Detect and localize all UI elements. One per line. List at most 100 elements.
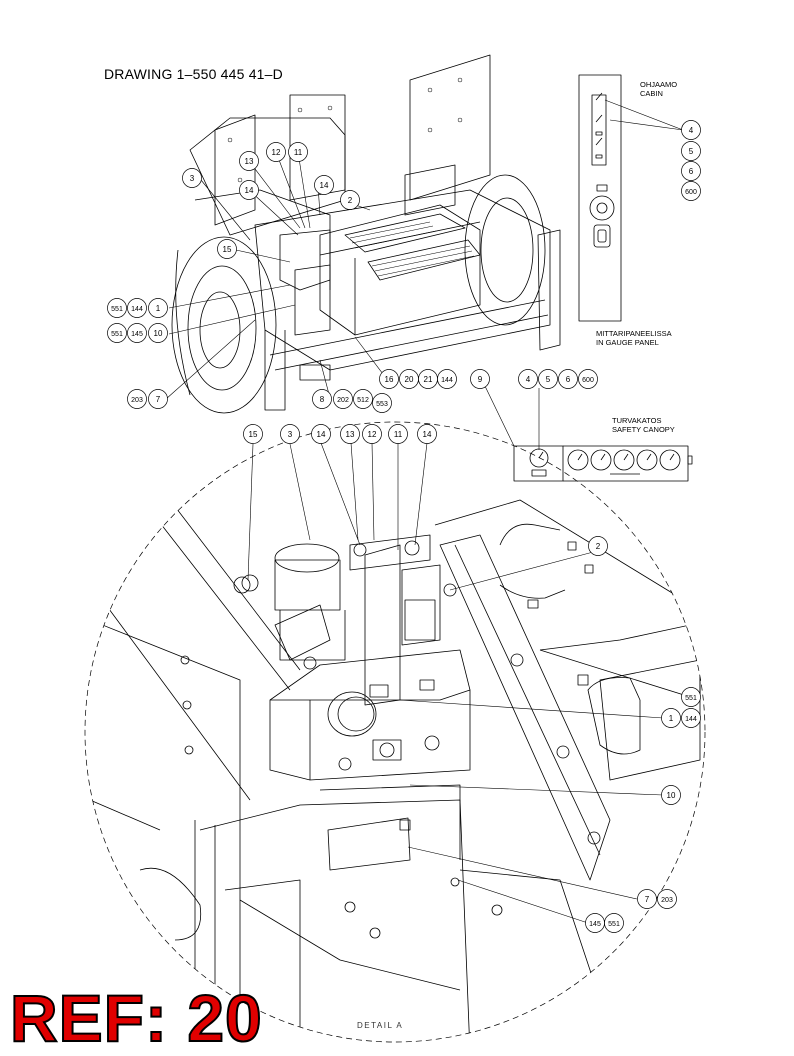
callout-number: 4 [689,126,694,135]
callout-20: 20 [399,369,419,389]
callout-2: 2 [588,536,608,556]
callout-13: 13 [340,424,360,444]
callout-number: 551 [111,331,123,338]
gauge-panel [513,445,693,482]
callout-14: 14 [311,424,331,444]
callout-number: 12 [272,148,281,157]
gauge-panel-note-fi: MITTARIPANEELISSA [596,329,672,338]
gauge-panel-note-en: IN GAUGE PANEL [596,338,659,347]
callout-5: 5 [681,141,701,161]
callout-number: 1 [156,304,161,313]
callout-number: 11 [294,148,303,157]
callout-144: 144 [127,298,147,318]
callout-14: 14 [417,424,437,444]
callout-551: 551 [604,913,624,933]
callout-number: 14 [423,430,432,439]
callout-6: 6 [558,369,578,389]
callout-number: 203 [661,897,673,904]
cabin-note: OHJAAMO CABIN [640,80,677,98]
callout-144: 144 [681,708,701,728]
callout-number: 4 [526,375,531,384]
callout-number: 12 [368,430,377,439]
callout-number: 145 [131,331,143,338]
callout-145: 145 [127,323,147,343]
callout-14: 14 [314,175,334,195]
callout-number: 551 [685,695,697,702]
safety-canopy-note-en: SAFETY CANOPY [612,425,675,434]
callout-551: 551 [681,687,701,707]
callout-number: 13 [346,430,355,439]
callout-4: 4 [518,369,538,389]
callout-number: 203 [131,397,143,404]
callout-144: 144 [437,369,457,389]
callout-551: 551 [107,298,127,318]
callout-4: 4 [681,120,701,140]
callout-number: 13 [245,157,254,166]
callout-3: 3 [280,424,300,444]
leader-lines [165,99,684,924]
callout-202: 202 [333,389,353,409]
callout-203: 203 [657,889,677,909]
callout-number: 5 [546,375,551,384]
callout-number: 145 [589,921,601,928]
callout-15: 15 [217,239,237,259]
callout-11: 11 [288,142,308,162]
callout-10: 10 [661,785,681,805]
callout-10: 10 [148,323,168,343]
gauge-panel-note: MITTARIPANEELISSA IN GAUGE PANEL [596,329,672,347]
detail-circle [84,421,706,1043]
callout-number: 600 [685,189,697,196]
callout-number: 144 [441,377,453,384]
callout-number: 6 [566,375,571,384]
callout-number: 2 [596,542,601,551]
callout-3: 3 [182,168,202,188]
callout-number: 600 [582,377,594,384]
callout-number: 6 [689,167,694,176]
callout-number: 2 [348,196,353,205]
callout-1: 1 [148,298,168,318]
callout-553: 553 [372,393,392,413]
cabin-note-en: CABIN [640,89,663,98]
callout-12: 12 [266,142,286,162]
callout-number: 551 [608,921,620,928]
callout-6: 6 [681,161,701,181]
callout-number: 512 [357,397,369,404]
callout-number: 9 [478,375,483,384]
ref-label: REF: 20 [9,980,263,1056]
callout-number: 553 [376,401,388,408]
callout-7: 7 [148,389,168,409]
callout-number: 14 [320,181,329,190]
callout-5: 5 [538,369,558,389]
cabin-panel [578,74,622,322]
callout-number: 202 [337,397,349,404]
callout-203: 203 [127,389,147,409]
callout-number: 8 [320,395,325,404]
callout-551: 551 [107,323,127,343]
machine-overview [171,54,561,414]
callout-number: 20 [405,375,414,384]
callout-14: 14 [239,180,259,200]
detail-label: DETAIL A [357,1021,404,1030]
callout-2: 2 [340,190,360,210]
callout-number: 1 [669,714,674,723]
callout-number: 14 [245,186,254,195]
callout-600: 600 [681,181,701,201]
detail-a-view [89,499,705,1042]
callout-145: 145 [585,913,605,933]
callout-21: 21 [418,369,438,389]
callout-number: 3 [190,174,195,183]
callout-number: 144 [131,306,143,313]
callout-number: 10 [667,791,676,800]
callout-number: 16 [385,375,394,384]
callout-15: 15 [243,424,263,444]
callout-number: 14 [317,430,326,439]
callout-number: 7 [156,395,161,404]
callout-512: 512 [353,389,373,409]
callout-number: 144 [685,716,697,723]
safety-canopy-note: TURVAKATOS SAFETY CANOPY [612,416,675,434]
callout-600: 600 [578,369,598,389]
callout-13: 13 [239,151,259,171]
callout-number: 11 [394,430,403,439]
